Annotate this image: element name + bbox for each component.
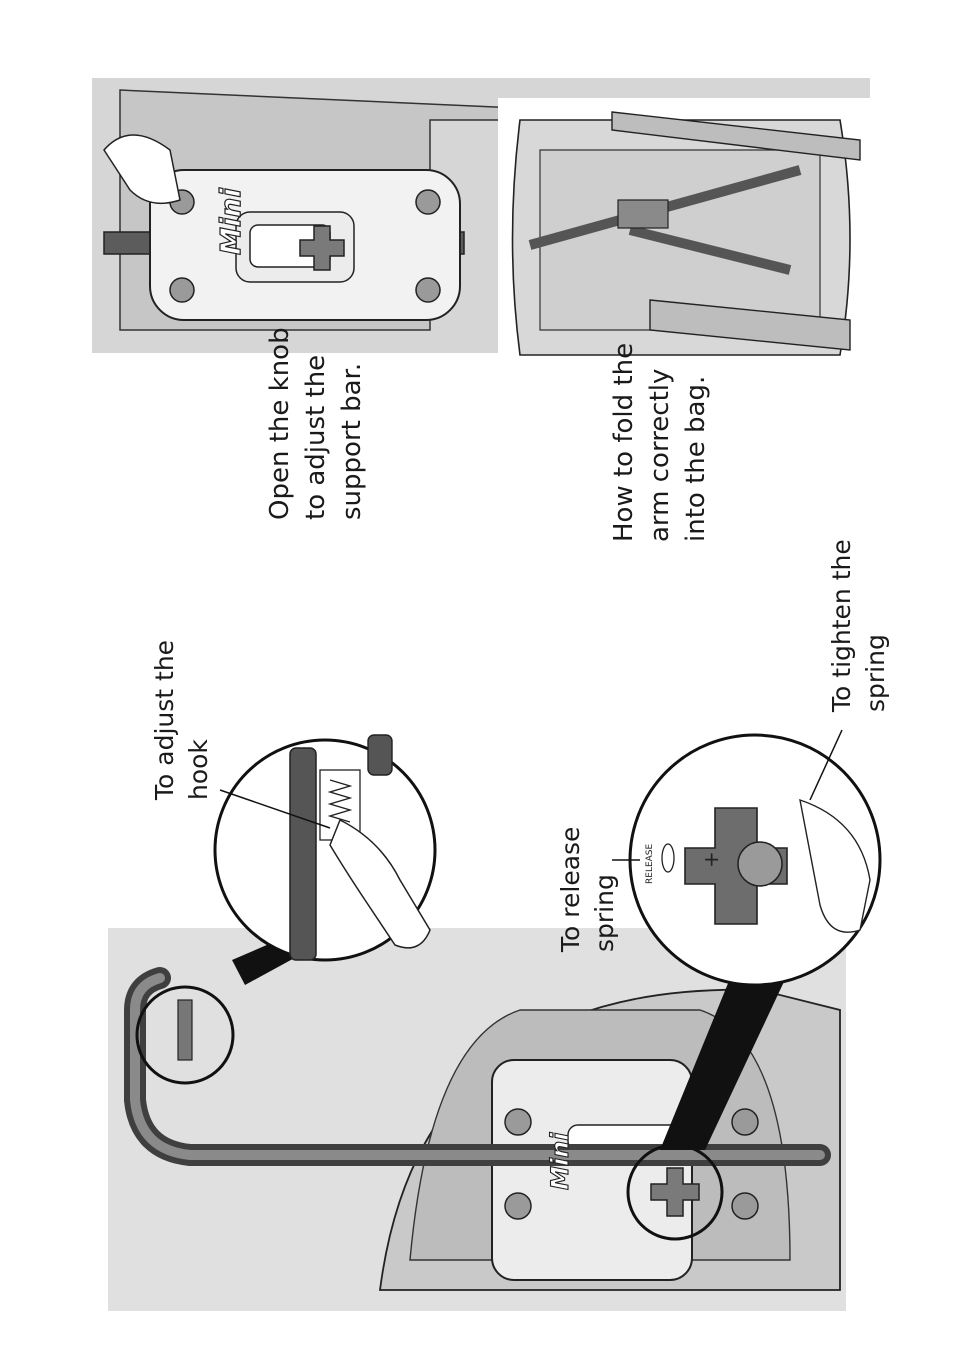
caption-fold-arm-line-2: arm correctly	[645, 368, 675, 542]
caption-open-knob: Open the knob to adjust the support bar.	[262, 327, 370, 520]
caption-fold-arm: How to fold the arm correctly into the b…	[606, 343, 714, 542]
caption-release-spring: To release spring	[554, 827, 622, 952]
detail-hook	[213, 734, 437, 962]
plus-mark: +	[699, 851, 723, 868]
caption-fold-arm-line-3: into the bag.	[681, 375, 711, 542]
panel-fold-arm	[498, 98, 870, 366]
caption-open-knob-line-2: to adjust the	[301, 354, 331, 520]
plate-logo-main: Mini	[546, 1132, 574, 1190]
release-mark: RELEASE	[645, 843, 655, 884]
caption-adjust-hook: To adjust the hook	[148, 640, 216, 800]
plate-logo-top: Mini	[214, 188, 247, 255]
caption-release-spring-line-1: To release	[556, 826, 585, 952]
caption-adjust-hook-line-2: hook	[184, 739, 213, 800]
caption-release-spring-line-2: spring	[590, 874, 619, 952]
caption-adjust-hook-line-1: To adjust the	[150, 639, 179, 800]
caption-open-knob-line-3: support bar.	[337, 362, 367, 520]
caption-tighten-spring-line-1: To tighten the	[827, 539, 856, 712]
detail-knob	[612, 729, 882, 987]
caption-open-knob-line-1: Open the knob	[265, 327, 295, 520]
caption-tighten-spring: To tighten the spring	[825, 539, 893, 712]
caption-fold-arm-line-1: How to fold the	[609, 342, 639, 542]
caption-tighten-spring-line-2: spring	[861, 634, 890, 712]
